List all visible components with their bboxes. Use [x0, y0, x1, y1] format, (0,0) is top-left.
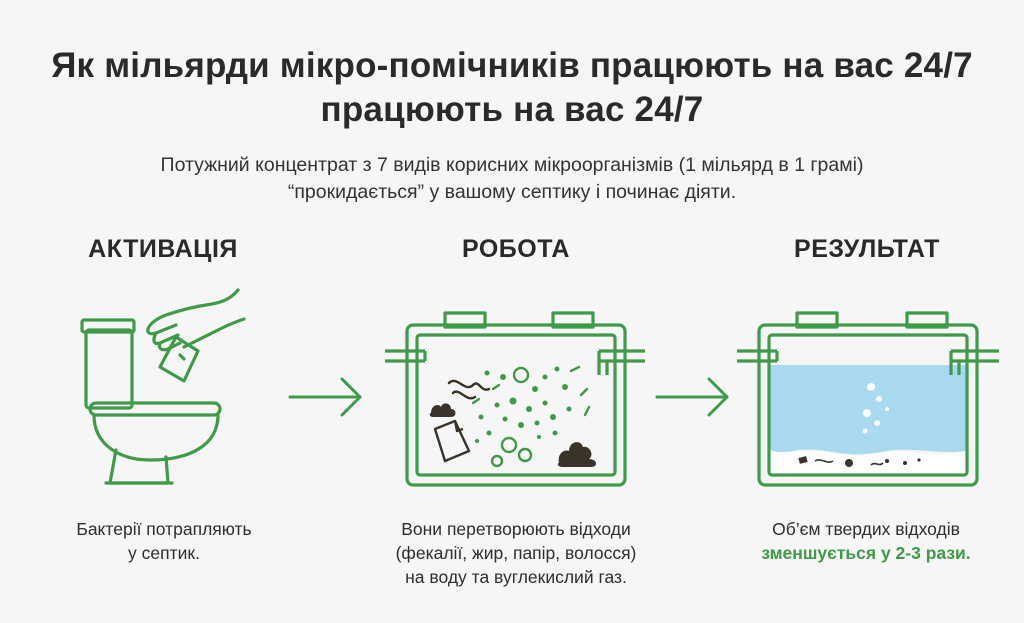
caption-line: на воду та вуглекислий газ. — [405, 567, 627, 587]
title-line-1: Як мільярди мікро-помічників працюють на… — [51, 46, 973, 85]
subtitle-line-2: “прокидається” у вашому септику і почина… — [287, 181, 737, 203]
septic-tank-result-icon — [737, 311, 999, 487]
step-caption-result: Об’єм твердих відходів зменшується у 2-3… — [706, 517, 1024, 565]
subtitle-line-1: Потужний концентрат з 7 видів корисних м… — [160, 154, 864, 176]
caption-line: Об’єм твердих відходів — [772, 519, 960, 539]
step-heading-activation: АКТИВАЦІЯ — [88, 235, 238, 263]
page-subtitle: Потужний концентрат з 7 видів корисних м… — [0, 152, 1024, 206]
caption-highlight: зменшується у 2-3 рази. — [761, 543, 971, 563]
caption-line: у септик. — [128, 543, 200, 563]
caption-line: Бактерії потрапляють — [76, 519, 252, 539]
arrow-right-icon — [288, 377, 362, 417]
arrow-right-icon — [655, 377, 729, 417]
toilet-hand-icon — [80, 288, 246, 485]
step-heading-work: РОБОТА — [462, 235, 570, 263]
septic-tank-working-icon — [385, 311, 645, 487]
step-heading-result: РЕЗУЛЬТАТ — [794, 235, 940, 263]
title-line-2: працюють на вас 24/7 — [320, 90, 704, 129]
step-caption-work: Вони перетворюють відходи (фекалії, жир,… — [356, 517, 676, 589]
step-caption-activation: Бактерії потрапляють у септик. — [4, 517, 324, 565]
caption-line: Вони перетворюють відходи — [401, 519, 631, 539]
caption-line: (фекалії, жир, папір, волосся) — [395, 543, 637, 563]
page-title: Як мільярди мікро-помічників працюють на… — [0, 44, 1024, 132]
